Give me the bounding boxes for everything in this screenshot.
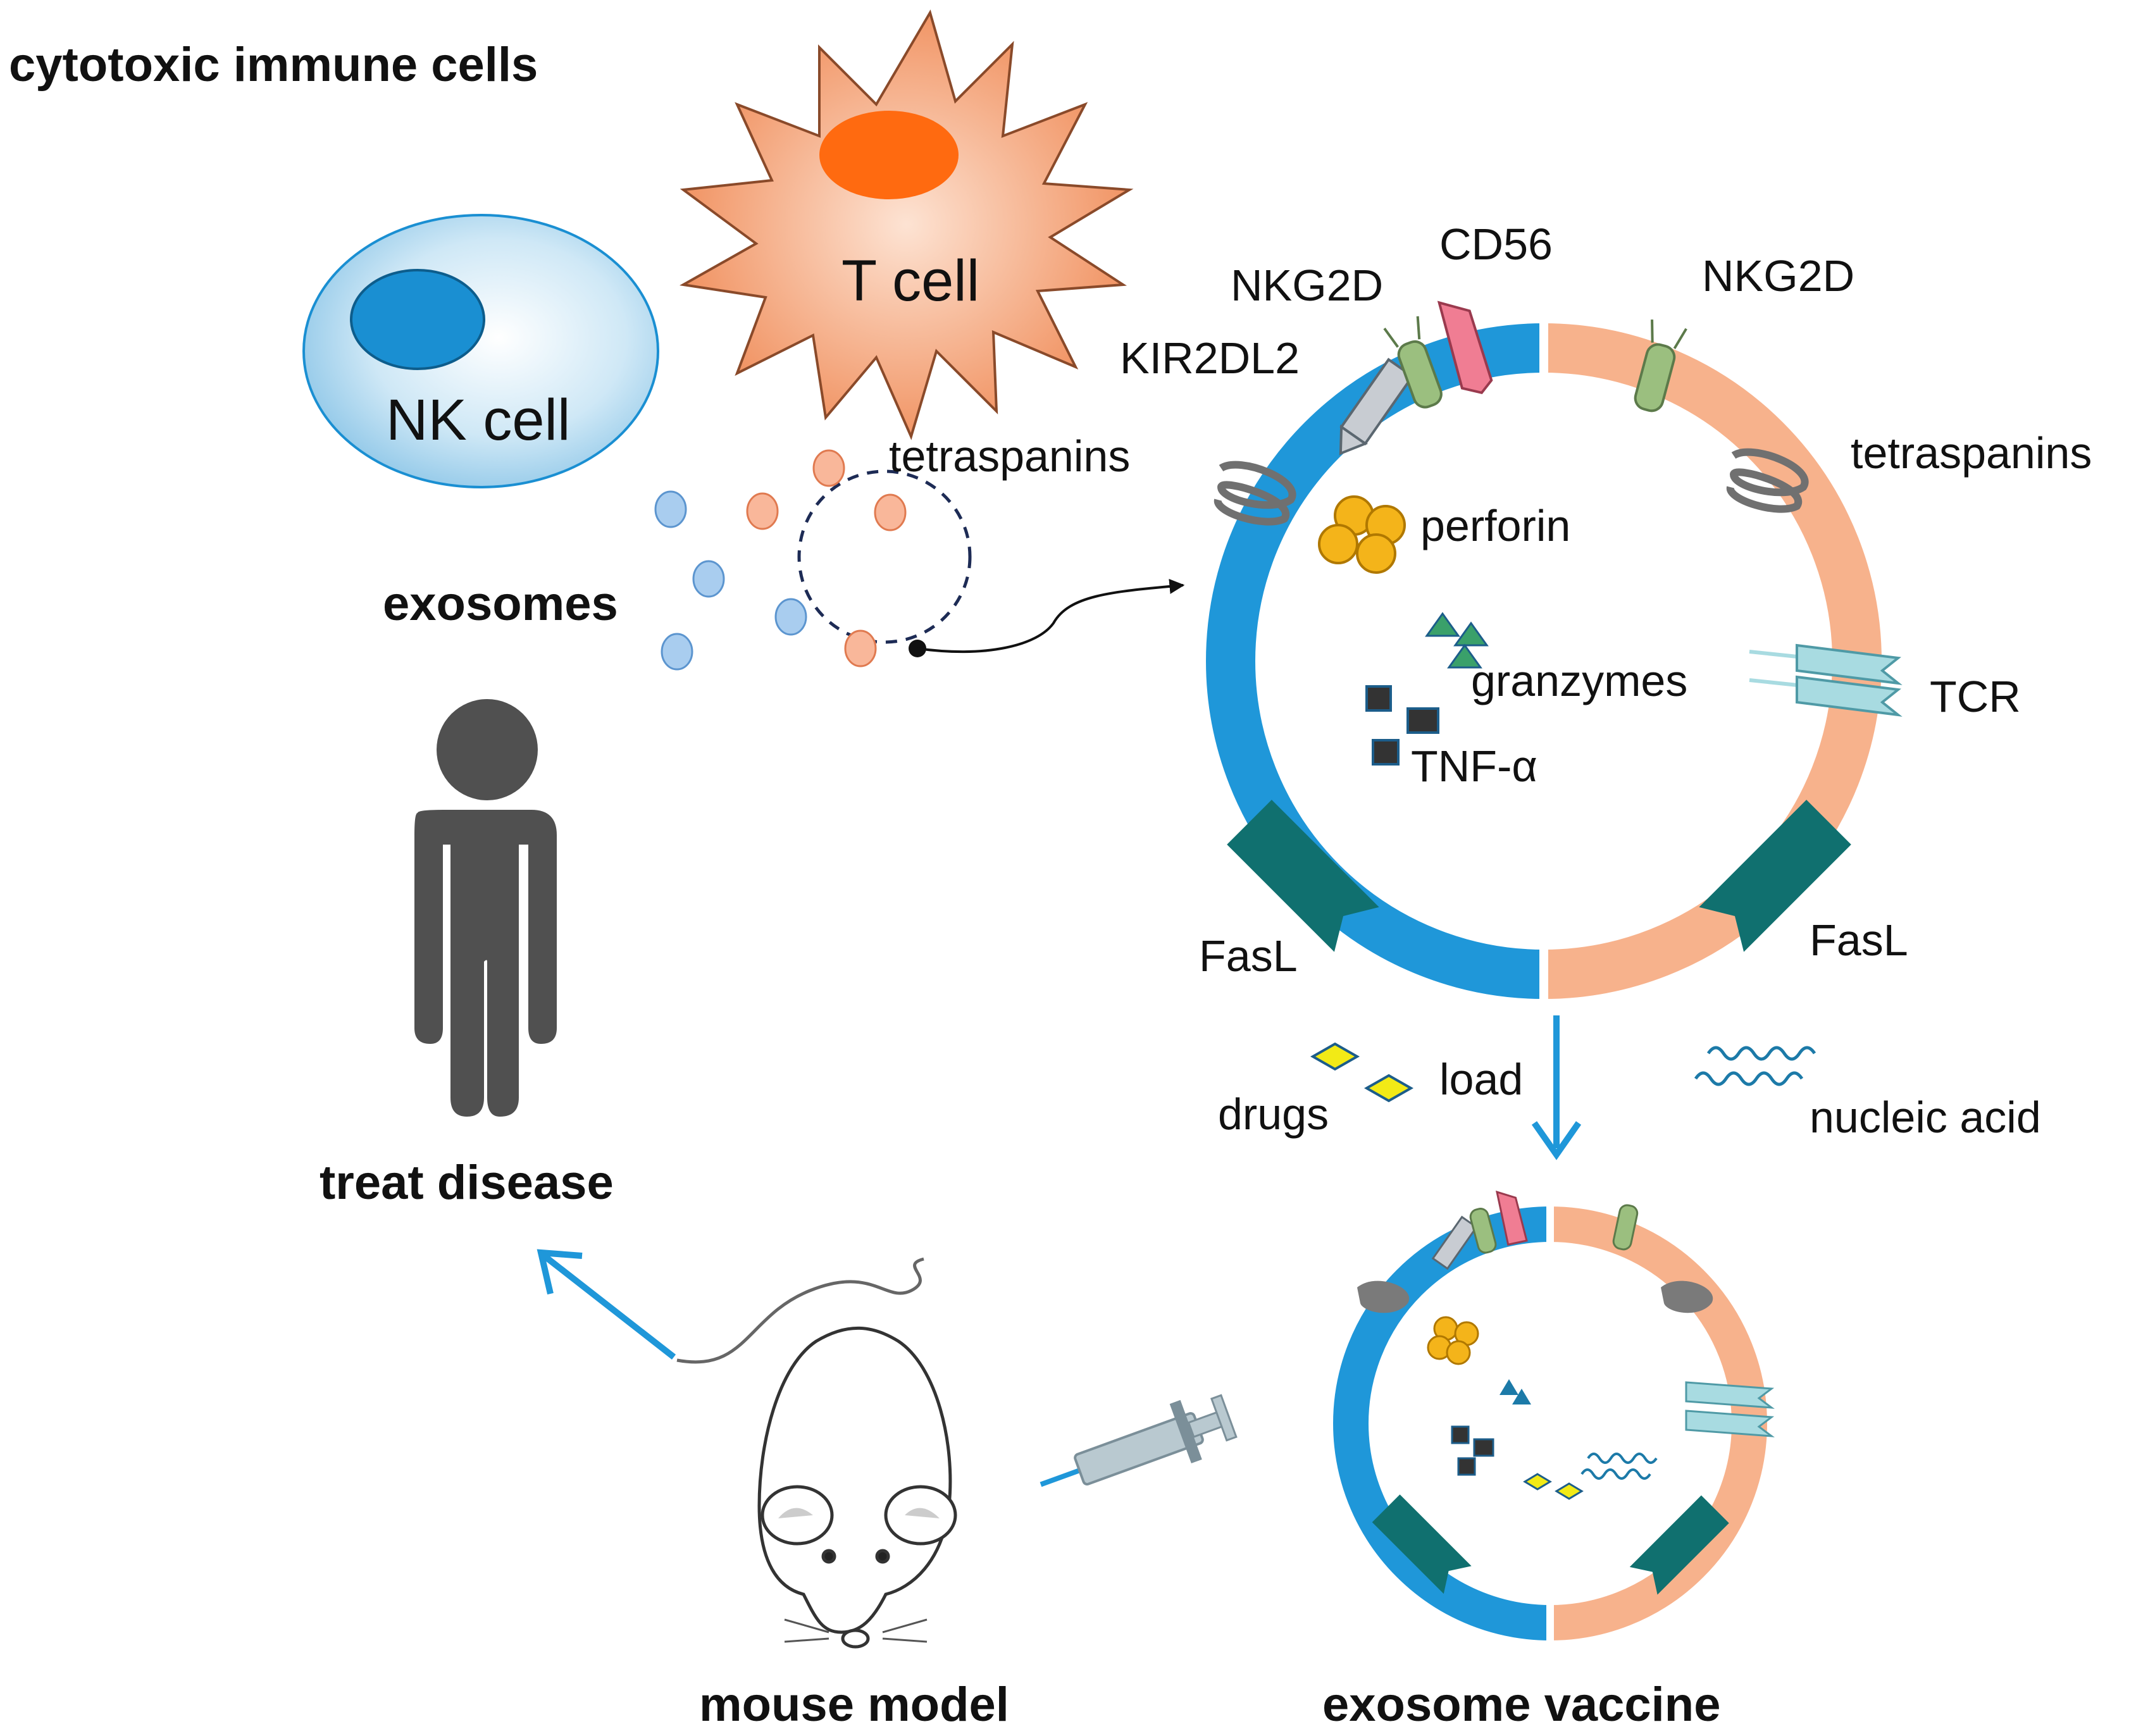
kir2dl2-label: KIR2DL2 bbox=[1120, 333, 1300, 383]
large-exosome: NKG2D CD56 KIR2DL2 NKG2D tetraspanins pe… bbox=[1120, 220, 2092, 1003]
exosome-vaccine bbox=[1333, 1190, 1775, 1645]
tnf-squares bbox=[1365, 685, 1439, 766]
vaccine-tetraspanin-left bbox=[1357, 1280, 1410, 1313]
vaccine-tnf bbox=[1451, 1425, 1494, 1476]
load-label: load bbox=[1439, 1055, 1523, 1104]
nk-cell-nucleus bbox=[350, 269, 485, 370]
nkg2d-receptor bbox=[1383, 316, 1443, 409]
vaccine-receptors bbox=[1431, 1190, 1639, 1270]
granzymes-label: granzymes bbox=[1471, 656, 1687, 705]
nkg2d-left-label: NKG2D bbox=[1231, 261, 1383, 310]
tetraspanin-left bbox=[1214, 461, 1296, 526]
load-arrow-head bbox=[1531, 1121, 1582, 1160]
fasl-left-label: FasL bbox=[1199, 931, 1298, 981]
tcr-label: TCR bbox=[1930, 672, 2021, 721]
nk-cell-label: NK cell bbox=[386, 388, 570, 452]
perforin-label: perforin bbox=[1420, 501, 1570, 550]
kir2dl2-receptor bbox=[1339, 357, 1415, 456]
exosome-orange bbox=[746, 492, 779, 530]
granzyme-triangles bbox=[1425, 612, 1489, 669]
nucleic-acid-icon bbox=[1694, 1046, 1816, 1086]
human-icon bbox=[414, 699, 557, 1117]
exosome-blue bbox=[774, 598, 807, 636]
vaccine-fasl-left bbox=[1372, 1494, 1472, 1594]
fasl-left bbox=[1227, 800, 1379, 952]
drugs-label: drugs bbox=[1218, 1089, 1329, 1139]
exosome-vesicle bbox=[797, 469, 972, 644]
exosomes-label: exosomes bbox=[383, 577, 618, 631]
tetraspanin-right bbox=[1727, 448, 1809, 513]
fasl-right-label: FasL bbox=[1810, 915, 1908, 965]
t-cell-label: T cell bbox=[841, 249, 979, 313]
exosome-blue bbox=[661, 633, 693, 671]
tetraspanins-right-label: tetraspanins bbox=[1851, 428, 2092, 478]
nkg2d-receptor-t bbox=[1634, 319, 1687, 412]
exosome-orange bbox=[844, 629, 877, 667]
connector-arrow bbox=[917, 579, 1185, 653]
exosome-orange bbox=[874, 493, 907, 531]
perforin-cluster bbox=[1318, 495, 1406, 574]
treat-disease-label: treat disease bbox=[320, 1156, 614, 1210]
nkg2d-right-label: NKG2D bbox=[1702, 251, 1854, 301]
tcr-receptor bbox=[1749, 643, 1903, 717]
exosome-blue bbox=[654, 490, 687, 528]
vaccine-tetraspanin-right bbox=[1661, 1280, 1713, 1313]
t-cell-body bbox=[679, 9, 1134, 440]
vaccine-drugs bbox=[1523, 1473, 1584, 1500]
vaccine-tcr bbox=[1685, 1381, 1775, 1437]
exosome-blue bbox=[692, 560, 725, 598]
nucleic-acid-label: nucleic acid bbox=[1810, 1093, 2041, 1142]
t-cell: T cell bbox=[679, 9, 1134, 440]
drug-diamonds bbox=[1310, 1042, 1414, 1103]
cd56-receptor bbox=[1437, 301, 1493, 395]
loading-step: load drugs nucleic acid bbox=[1218, 1015, 2041, 1160]
tnf-label: TNF-α bbox=[1411, 741, 1537, 791]
exosome-orange bbox=[812, 449, 845, 487]
fasl-right bbox=[1699, 800, 1851, 952]
t-cell-nucleus bbox=[819, 111, 959, 199]
nk-cell: NK cell bbox=[302, 214, 659, 488]
mouse-icon bbox=[676, 1257, 957, 1649]
treat-arrow bbox=[537, 1249, 676, 1360]
diagram-title: cytotoxic immune cells bbox=[9, 38, 538, 92]
vaccine-nucleic-acid bbox=[1580, 1453, 1658, 1480]
tetraspanins-label-small: tetraspanins bbox=[889, 431, 1130, 481]
syringe-icon bbox=[1040, 1394, 1238, 1487]
cd56-label: CD56 bbox=[1439, 220, 1553, 269]
exosome-vaccine-label: exosome vaccine bbox=[1322, 1678, 1721, 1732]
exosome-release: tetraspanins exosomes bbox=[383, 431, 1185, 671]
vaccine-fasl-right bbox=[1629, 1495, 1729, 1595]
mouse-model-label: mouse model bbox=[699, 1678, 1009, 1732]
vaccine-granzymes bbox=[1500, 1379, 1531, 1404]
vaccine-perforin bbox=[1427, 1316, 1479, 1365]
